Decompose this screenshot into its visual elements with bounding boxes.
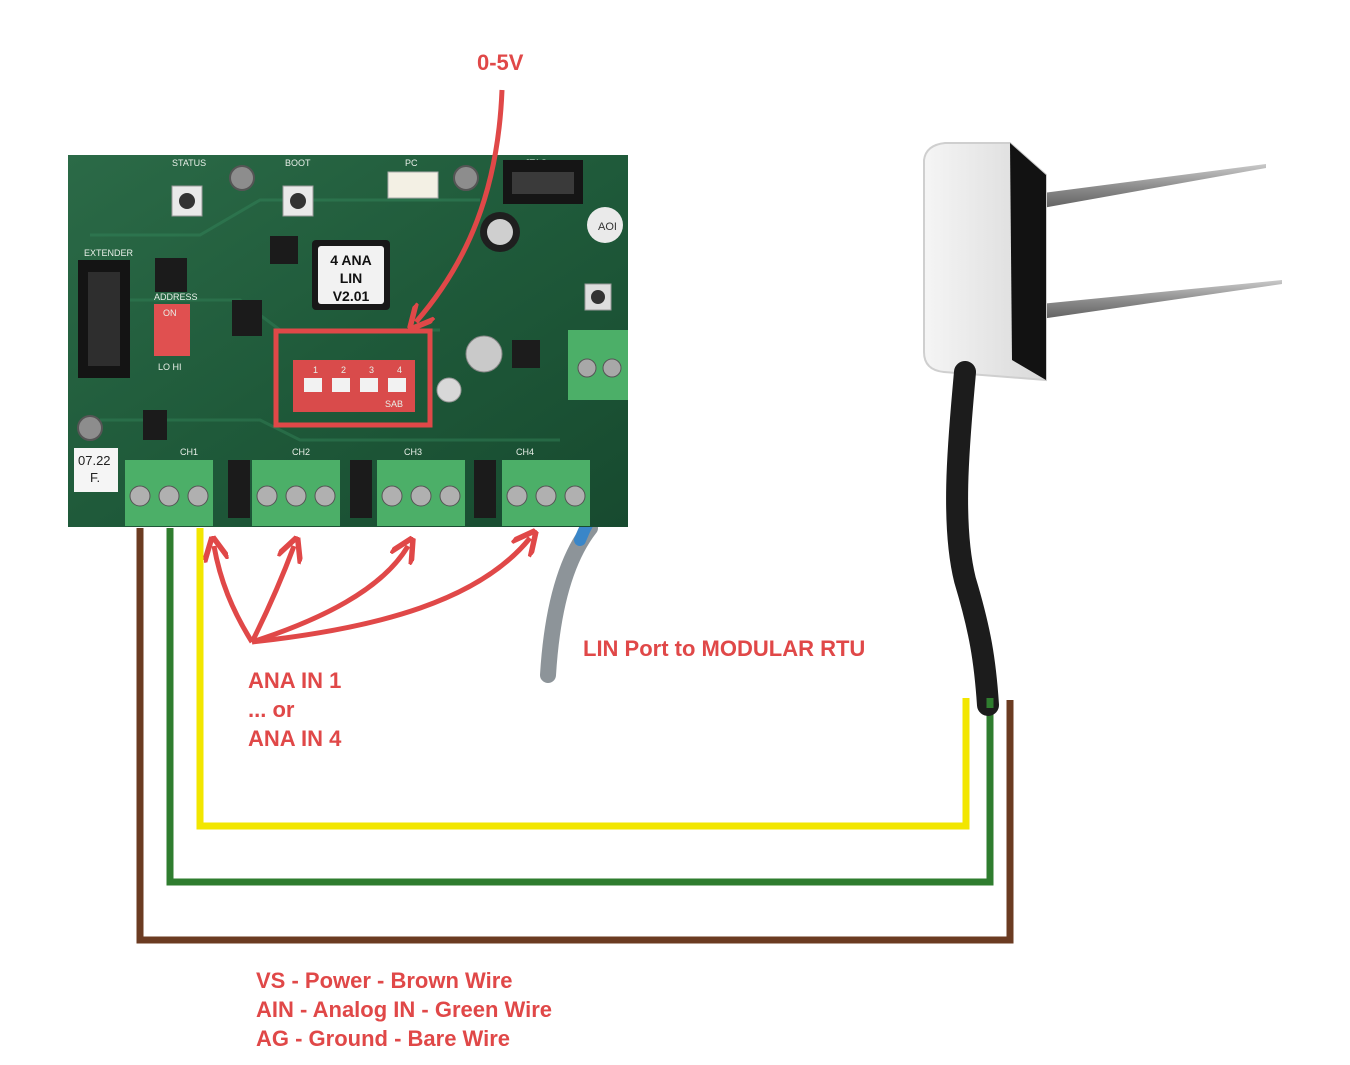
screw <box>229 165 255 191</box>
input-arrow <box>249 546 294 644</box>
terminal-block-ch4 <box>502 460 590 526</box>
soil-moisture-probe <box>923 142 1282 716</box>
input-arrow <box>214 546 255 644</box>
analog-input-label-3: ANA IN 4 <box>248 726 342 751</box>
date-sticker <box>74 448 118 492</box>
aoi-sticker <box>587 207 623 243</box>
legend-power: VS - Power - Brown Wire <box>256 968 513 993</box>
inductor <box>512 340 540 368</box>
pc-label: PC <box>405 158 418 168</box>
screw <box>453 165 479 191</box>
sab-label: SAB <box>385 399 403 409</box>
sticker-line-2: F. <box>90 470 100 485</box>
capacitor <box>436 377 462 403</box>
chip <box>232 300 262 336</box>
dip-number: 4 <box>397 365 402 375</box>
channel-label: CH2 <box>292 447 310 457</box>
lin-port-label: LIN Port to MODULAR RTU <box>583 636 865 661</box>
voltage-arrow <box>416 89 505 322</box>
terminal-block-ch1 <box>125 460 213 526</box>
terminal-block-ch2 <box>252 460 340 526</box>
input-arrow <box>251 538 530 645</box>
expansion-board: STATUS BOOT PC JTAG EXTENDER ADDRESS ON … <box>68 155 628 527</box>
arrows <box>214 89 530 645</box>
analog-input-label-2: ... or <box>248 697 295 722</box>
analog-input-label-1: ANA IN 1 <box>248 668 341 693</box>
legend-ground: AG - Ground - Bare Wire <box>256 1026 510 1051</box>
probe-needle <box>1020 280 1282 322</box>
dip-switch-numbers: 1 2 3 4 <box>313 365 402 375</box>
module-line-1: 4 ANA <box>330 252 372 268</box>
dip-number: 2 <box>341 365 346 375</box>
lo-hi-label: LO HI <box>158 362 182 372</box>
channel-label: CH3 <box>404 447 422 457</box>
chip <box>155 258 187 292</box>
address-dip-switch <box>154 304 190 356</box>
diode <box>474 460 496 518</box>
address-label: ADDRESS <box>154 292 198 302</box>
reset-button <box>584 283 612 311</box>
screw <box>77 415 103 441</box>
extender-label: EXTENDER <box>84 248 134 258</box>
chip <box>270 236 298 264</box>
wire-legend: VS - Power - Brown Wire AIN - Analog IN … <box>256 968 552 1051</box>
terminal-block-ch3 <box>377 460 465 526</box>
address-on-label: ON <box>163 308 177 318</box>
diode <box>350 460 372 518</box>
probe-needle <box>1020 164 1266 212</box>
diode <box>228 460 250 518</box>
channel-label: CH1 <box>180 447 198 457</box>
input-arrow <box>251 546 408 645</box>
dip-number: 1 <box>313 365 318 375</box>
dip-number: 3 <box>369 365 374 375</box>
aoi-label: AOI <box>598 221 617 233</box>
chip <box>143 410 167 440</box>
capacitor <box>465 335 503 373</box>
module-line-2: LIN <box>340 270 363 286</box>
module-line-3: V2.01 <box>333 288 370 304</box>
green-wire <box>166 528 994 886</box>
status-label: STATUS <box>172 158 206 168</box>
pc-connector <box>387 171 439 199</box>
wiring <box>136 528 1014 944</box>
sticker-line-1: 07.22 <box>78 453 111 468</box>
probe-cable <box>946 361 999 716</box>
brown-wire <box>136 528 1014 944</box>
boot-label: BOOT <box>285 158 311 168</box>
legend-analog-in: AIN - Analog IN - Green Wire <box>256 997 552 1022</box>
voltage-dip-highlight <box>273 328 433 428</box>
yellow-wire <box>196 528 970 830</box>
voltage-mode-label: 0-5V <box>477 50 524 75</box>
channel-label: CH4 <box>516 447 534 457</box>
